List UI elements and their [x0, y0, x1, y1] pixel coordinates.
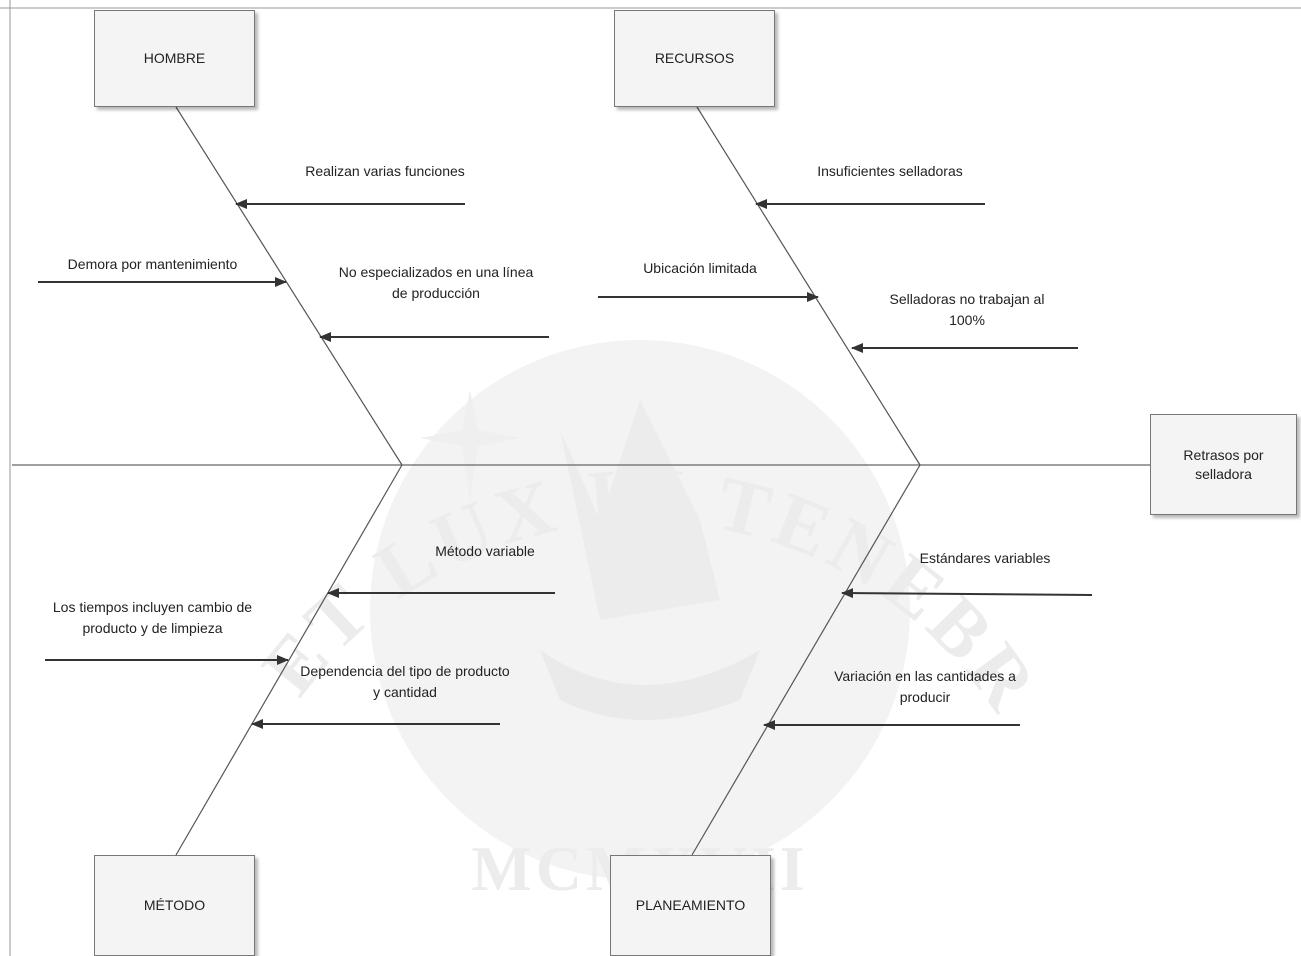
category-box-hombre: HOMBRE	[94, 10, 255, 107]
bone-recursos	[696, 106, 921, 466]
effect-box: Retrasos por selladora	[1150, 414, 1297, 515]
category-title-recursos: RECURSOS	[654, 50, 735, 67]
category-title-metodo: MÉTODO	[143, 897, 206, 914]
bone-hombre	[175, 106, 403, 466]
cause-label: Selladoras no trabajan al 100%	[889, 291, 1045, 328]
cause-label: Demora por mantenimiento	[67, 256, 238, 272]
bone-metodo	[175, 464, 403, 856]
category-box-planeamiento: PLANEAMIENTO	[610, 855, 771, 956]
cause-label: Variación en las cantidades a producir	[834, 668, 1016, 705]
cause-label: Ubicación limitada	[643, 260, 757, 276]
cause-label: Dependencia del tipo de producto y canti…	[300, 663, 510, 700]
cause-label: Realizan varias funciones	[305, 163, 465, 179]
cause-label: Insuficientes selladoras	[817, 163, 963, 179]
category-box-metodo: MÉTODO	[94, 855, 255, 956]
category-title-hombre: HOMBRE	[143, 50, 206, 67]
cause-label: Método variable	[435, 543, 535, 559]
cause-label: Estándares variables	[919, 550, 1051, 566]
cause-arrow	[841, 588, 1093, 599]
category-box-recursos: RECURSOS	[614, 10, 775, 107]
bone-planeamiento	[691, 464, 921, 856]
cause-label: Los tiempos incluyen cambio de producto …	[52, 599, 253, 636]
category-title-planeamiento: PLANEAMIENTO	[635, 897, 746, 914]
cause-label: No especializados en una línea de produc…	[338, 264, 534, 301]
effect-label: Retrasos por selladora	[1183, 446, 1264, 482]
